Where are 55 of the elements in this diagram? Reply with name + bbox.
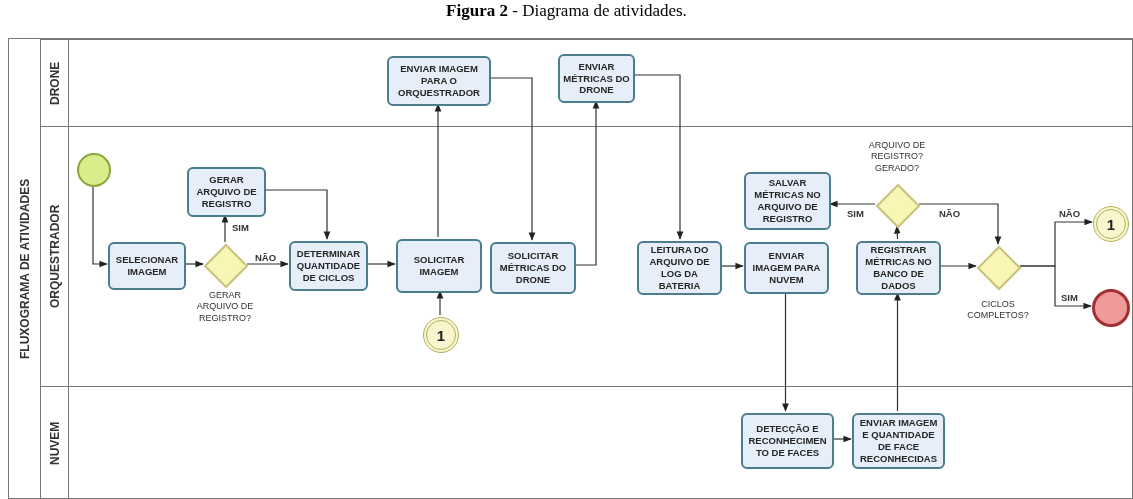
arrow bbox=[720, 262, 744, 270]
link-event-circle: 1 bbox=[1093, 206, 1129, 242]
edge-label: NÃO bbox=[938, 208, 962, 219]
edge-label: SIM bbox=[846, 208, 865, 219]
link-event-circle: 1 bbox=[423, 317, 459, 353]
task-box: DETERMINAR QUANTIDADE DE CICLOS bbox=[289, 241, 368, 291]
arrow bbox=[832, 435, 852, 443]
arrow bbox=[939, 262, 977, 270]
task-box: DETECÇÃO E RECONHECIMEN TO DE FACES bbox=[741, 413, 834, 469]
arrow bbox=[633, 74, 684, 240]
lane-label: ORQUESTRADOR bbox=[41, 127, 69, 386]
task-box: ENVIAR IMAGEM PARA NUVEM bbox=[744, 242, 829, 294]
arrow bbox=[1019, 265, 1092, 310]
edge-label: SIM bbox=[1060, 292, 1079, 303]
swimlane bbox=[41, 126, 1133, 386]
arrow bbox=[264, 189, 331, 240]
edge-label: NÃO bbox=[254, 252, 278, 263]
task-box: GERAR ARQUIVO DE REGISTRO bbox=[187, 167, 266, 217]
swimlane bbox=[41, 386, 1133, 499]
figure-title: Figura 2 - Diagrama de atividades. bbox=[445, 1, 688, 21]
decision-label: CICLOS COMPLETOS? bbox=[966, 299, 1030, 322]
swimlane bbox=[41, 39, 1133, 126]
arrow bbox=[436, 290, 444, 316]
task-box: SALVAR MÉTRICAS NO ARQUIVO DE REGISTRO bbox=[744, 172, 831, 230]
task-box: SELECIONAR IMAGEM bbox=[108, 242, 186, 290]
edge-label: SIM bbox=[231, 222, 250, 233]
arrow bbox=[894, 292, 901, 412]
arrow bbox=[918, 203, 1002, 245]
task-box: LEITURA DO ARQUIVO DE LOG DA BATERIA bbox=[637, 241, 722, 295]
task-box: REGISTRAR MÉTRICAS NO BANCO DE DADOS bbox=[856, 241, 941, 295]
task-box: ENVIAR MÉTRICAS DO DRONE bbox=[558, 54, 635, 103]
lane-label: DRONE bbox=[41, 40, 69, 126]
lane-label: NUVEM bbox=[41, 387, 69, 499]
arrow bbox=[829, 200, 876, 208]
decision-label: ARQUIVO DE REGISTRO? GERADO? bbox=[867, 140, 927, 174]
arrow bbox=[92, 184, 108, 268]
pool-label: FLUXOGRAMA DE ATIVIDADES bbox=[9, 39, 41, 498]
start-event-circle bbox=[77, 153, 111, 187]
task-box: ENVIAR IMAGEM E QUANTIDADE DE FACE RECONHECIDAS bbox=[852, 413, 945, 469]
edge-label: NÃO bbox=[1058, 208, 1082, 219]
decision-label: GERAR ARQUIVO DE REGISTRO? bbox=[195, 290, 255, 324]
pool-frame bbox=[8, 38, 1133, 499]
arrow bbox=[782, 291, 789, 412]
arrow bbox=[184, 260, 204, 268]
arrow bbox=[574, 100, 600, 266]
arrow bbox=[489, 77, 536, 241]
task-box: SOLICITAR IMAGEM bbox=[396, 239, 482, 293]
arrow bbox=[221, 214, 229, 243]
arrow bbox=[246, 260, 289, 268]
arrow bbox=[366, 260, 396, 268]
end-event-circle bbox=[1092, 289, 1130, 327]
task-box: SOLICITAR MÉTRICAS DO DRONE bbox=[490, 242, 576, 294]
task-box: ENVIAR IMAGEM PARA O ORQUESTRADOR bbox=[387, 56, 491, 106]
arrow bbox=[434, 103, 442, 238]
arrow bbox=[893, 225, 901, 240]
